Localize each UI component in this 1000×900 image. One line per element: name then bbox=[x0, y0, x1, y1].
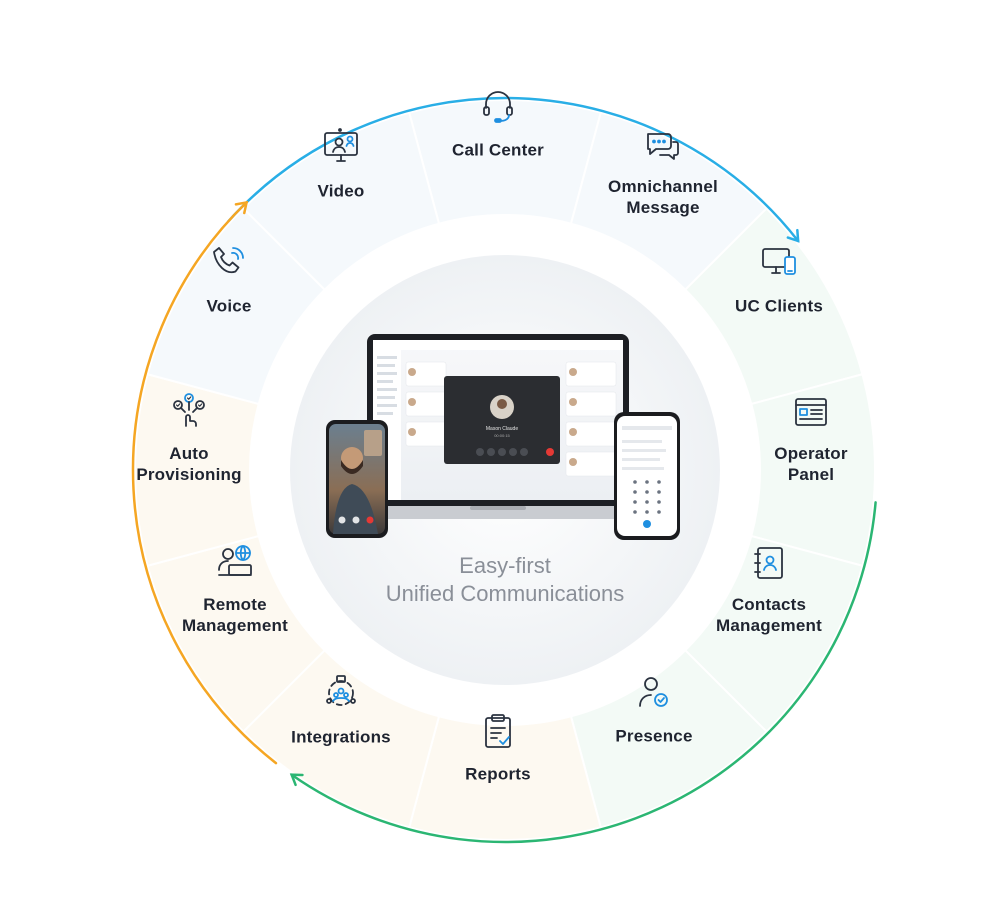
segment-label: Auto Provisioning bbox=[136, 444, 242, 484]
integration-network-icon bbox=[321, 673, 361, 713]
desktop-mobile-icon bbox=[759, 242, 799, 282]
wheel-sectors bbox=[134, 99, 876, 841]
segment-label: Omnichannel Message bbox=[608, 177, 718, 217]
segment-label: UC Clients bbox=[735, 296, 823, 316]
segment-label: Integrations bbox=[291, 727, 391, 747]
softphone-image bbox=[614, 412, 680, 540]
center-title: Easy-first Unified Communications bbox=[386, 552, 624, 608]
video-monitor-icon bbox=[321, 127, 361, 167]
chat-bubbles-icon bbox=[643, 126, 683, 166]
outer-arcs bbox=[131, 96, 877, 844]
clipboard-check-icon bbox=[478, 711, 518, 751]
segment-label: Voice bbox=[206, 296, 252, 316]
segment-label: Operator Panel bbox=[774, 444, 848, 484]
center-title-line1: Easy-first bbox=[459, 553, 551, 578]
laptop-caller-name: Mason Claude bbox=[486, 426, 518, 432]
operator-panel-icon bbox=[791, 392, 831, 432]
segment-label: Call Center bbox=[452, 140, 544, 160]
headset-icon bbox=[478, 86, 518, 126]
laptop-image: Mason Claude 00:00:15 bbox=[350, 334, 646, 519]
segment-label: Contacts Management bbox=[716, 595, 822, 635]
user-check-icon bbox=[634, 672, 674, 712]
orange-arc bbox=[131, 201, 278, 765]
auto-provisioning-icon bbox=[169, 390, 209, 430]
phone-wave-icon bbox=[209, 242, 249, 282]
segment-label: Remote Management bbox=[182, 595, 288, 635]
segment-label: Reports bbox=[465, 764, 531, 784]
laptop-call-timer: 00:00:15 bbox=[494, 433, 510, 438]
segment-label: Presence bbox=[615, 726, 693, 746]
contacts-book-icon bbox=[749, 543, 789, 583]
green-arc bbox=[290, 501, 877, 844]
devices-illustration: Mason Claude 00:00:15 bbox=[326, 334, 680, 540]
green-arc-arrowhead bbox=[289, 773, 304, 787]
video-phone-image bbox=[326, 420, 388, 538]
orange-arc-arrowhead bbox=[234, 200, 249, 215]
segment-label: Video bbox=[317, 181, 365, 201]
blue-arc-arrowhead bbox=[786, 228, 800, 243]
remote-user-globe-icon bbox=[215, 542, 255, 582]
blue-arc bbox=[227, 96, 800, 243]
center-title-line2: Unified Communications bbox=[385, 581, 625, 606]
